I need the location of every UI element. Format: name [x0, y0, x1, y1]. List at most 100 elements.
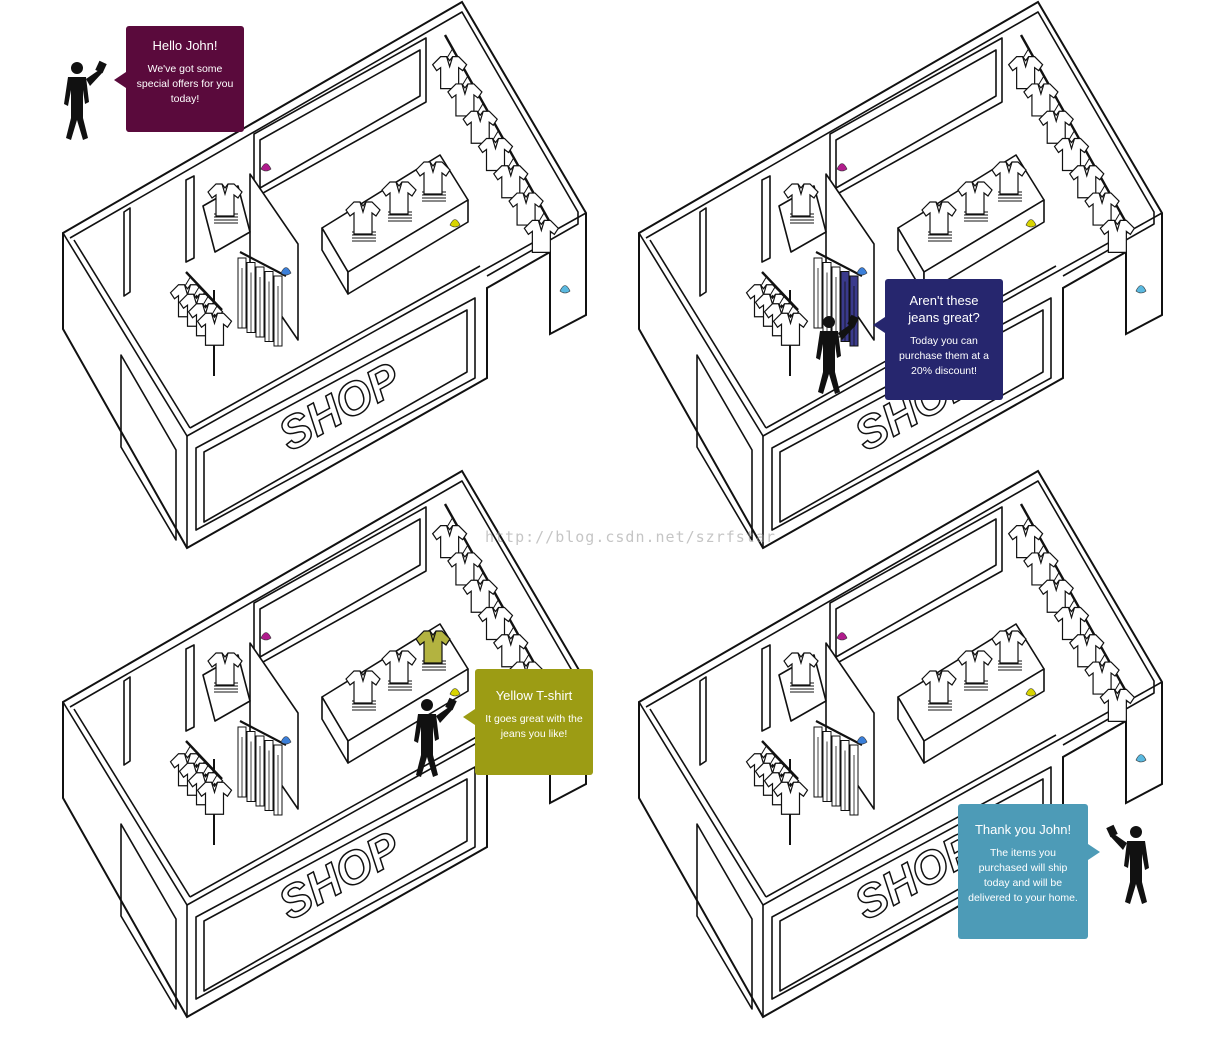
front-sign-panel	[195, 766, 476, 1000]
hanger	[787, 773, 794, 785]
phone-icon	[95, 60, 107, 74]
beacon-icon	[1025, 688, 1037, 697]
hanging-shirt	[1099, 219, 1136, 253]
beacon-shape	[559, 285, 571, 294]
floor-inner-edge	[765, 734, 1057, 898]
person-arm-raised	[436, 707, 453, 723]
hanging-shirt	[1069, 634, 1105, 668]
shirt-collar	[1067, 607, 1076, 620]
person-arm-raised	[86, 70, 103, 86]
hanger	[211, 773, 218, 785]
hanging-shirt	[1053, 606, 1090, 641]
beacon-icon	[280, 736, 292, 745]
shirt-collar	[476, 580, 484, 593]
hanging-shirt	[462, 579, 498, 613]
shirt-stack	[957, 181, 993, 222]
hanging-shirt	[477, 606, 514, 641]
shirt-collar	[786, 313, 795, 326]
shirt-collar	[395, 650, 403, 664]
hanger	[507, 157, 515, 169]
hanging-shirt	[523, 219, 560, 253]
shirt-collar	[429, 630, 437, 644]
shirt-icon	[415, 161, 451, 195]
shirt-collar	[971, 650, 979, 664]
partition-pillar	[185, 644, 195, 732]
hanging-shirt	[493, 634, 529, 668]
partition-pillar-left	[699, 676, 707, 766]
shop-panel-4: SHOP	[638, 469, 1163, 1019]
beacon-icon	[280, 267, 292, 276]
display-table-front	[923, 668, 1045, 764]
shirt-collar	[1022, 525, 1030, 538]
shirt-icon	[783, 652, 819, 686]
partition-wall	[249, 642, 299, 810]
beacon-icon	[836, 163, 848, 172]
hanging-shirt	[196, 312, 233, 346]
shirt-icon	[991, 630, 1027, 664]
beacon-shape	[856, 736, 868, 745]
back-window-inner	[259, 49, 421, 189]
wall-clothing-rack	[431, 34, 560, 253]
hanging-shirt	[1084, 661, 1120, 695]
hanging-shirt	[1007, 56, 1044, 90]
shirt-icon	[381, 650, 417, 684]
person-arm-raised	[838, 324, 855, 340]
beacon-icon	[856, 267, 868, 276]
shirt-collar	[446, 525, 454, 538]
hanging-shirt	[431, 56, 468, 90]
back-window	[829, 37, 1003, 199]
back-window	[253, 506, 427, 668]
beacon-icon	[260, 632, 272, 641]
shirt-icon	[207, 652, 243, 686]
hanger	[769, 754, 776, 766]
rack-bar	[815, 720, 863, 746]
shirt-collar	[1052, 580, 1060, 593]
person-head	[1130, 826, 1142, 838]
beacon-shape	[449, 688, 461, 697]
floor-inner-edge	[649, 239, 767, 429]
hanging-shirt	[447, 552, 483, 586]
shirt-icon	[957, 650, 993, 684]
beacon-icon	[449, 688, 461, 697]
bubble-title: Aren't these jeans great?	[908, 293, 980, 325]
display-table-front	[347, 199, 469, 295]
round-rack-shirts	[169, 271, 233, 346]
shirt-stack	[783, 652, 819, 693]
partition-wall	[825, 642, 875, 810]
shirt-collar	[221, 183, 229, 197]
hanger	[1022, 48, 1030, 59]
hanger	[760, 745, 767, 757]
rack-bar	[761, 740, 799, 780]
hanger	[446, 517, 454, 528]
hanging-shirt	[508, 192, 544, 226]
customer-person-icon	[1106, 824, 1149, 904]
hanging-shirt	[196, 781, 233, 815]
front-sign-inner	[203, 309, 468, 523]
shirt-collar	[429, 161, 437, 175]
side-window	[120, 823, 177, 1010]
hanging-shirt	[1007, 525, 1044, 559]
bubble-body: We've got some special offers for you to…	[136, 63, 234, 105]
shop-panel-1: SHOP	[62, 0, 587, 550]
rack-bar	[761, 271, 799, 311]
beacon-shape	[260, 163, 272, 172]
shirt-stack	[991, 630, 1027, 671]
shop-panel-3: SHOP	[62, 469, 587, 1019]
hanging-shirt	[493, 165, 529, 199]
beacon-shape	[280, 267, 292, 276]
shirt-stack	[207, 183, 243, 224]
shirt-collar	[1005, 161, 1013, 175]
watermark-text: http://blog.csdn.net/szrfstar	[485, 528, 776, 546]
side-window	[696, 823, 753, 1010]
hanger	[1083, 157, 1091, 169]
round-rack	[745, 740, 809, 845]
hanging-shirt	[1038, 579, 1074, 613]
hanging-shirt	[1023, 83, 1059, 117]
jeans-rack	[237, 251, 287, 347]
shirt-collar	[446, 56, 454, 69]
beacon-shape	[1135, 285, 1147, 294]
shirt-collar	[461, 552, 469, 566]
hanging-shirt	[1023, 552, 1059, 586]
wall-clothing-rack	[1007, 34, 1136, 253]
partition-wall	[825, 173, 875, 341]
